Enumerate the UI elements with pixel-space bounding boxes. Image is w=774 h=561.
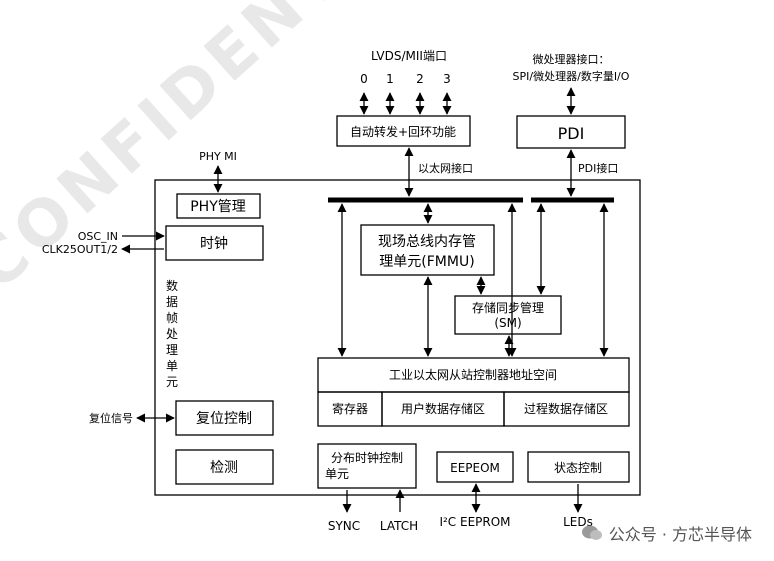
auto-forward-label: 自动转发+回环功能 xyxy=(350,124,456,139)
port-number-0: 0 xyxy=(360,72,368,86)
port-number-2: 2 xyxy=(416,72,424,86)
process-data-label: 过程数据存储区 xyxy=(524,401,608,416)
lvds-title: LVDS/MII端口 xyxy=(371,49,447,63)
chip-outline xyxy=(154,179,641,496)
latch-label: LATCH xyxy=(380,519,418,533)
vertical-label-char: 元 xyxy=(166,375,178,389)
user-data-label: 用户数据存储区 xyxy=(401,401,485,416)
dist-clock-label-line1: 分布时钟控制 xyxy=(331,450,403,465)
port-number-3: 3 xyxy=(443,72,451,86)
vertical-label-char: 理 xyxy=(166,343,178,357)
detect-label: 检测 xyxy=(210,460,238,476)
status-control-label: 状态控制 xyxy=(554,461,602,475)
vertical-label-char: 据 xyxy=(166,295,178,309)
port-number-1: 1 xyxy=(386,72,394,86)
reset-control-label: 复位控制 xyxy=(196,410,252,427)
fmmu-label-line2: 理单元(FMMU) xyxy=(379,254,474,270)
wechat-icon xyxy=(581,525,602,540)
vertical-label-char: 数 xyxy=(166,278,178,293)
address-space-label: 工业以太网从站控制器地址空间 xyxy=(389,367,557,382)
fmmu-label-line1: 现场总线内存管 xyxy=(378,234,476,250)
vertical-label-char: 单 xyxy=(166,359,178,373)
auto-forward-box xyxy=(336,115,471,147)
eepeom-box xyxy=(436,451,514,483)
process-data-box xyxy=(503,391,630,427)
pdi-label: PDI xyxy=(558,124,585,143)
pdi-interface-label: PDI接口 xyxy=(578,162,618,175)
clock-label: 时钟 xyxy=(200,235,228,252)
sync-label: SYNC xyxy=(328,519,360,533)
registers-label: 寄存器 xyxy=(332,401,368,416)
leds-label: LEDs xyxy=(563,515,593,529)
pdi-box xyxy=(516,115,626,149)
sm-label-line1: 存储同步管理 xyxy=(472,300,544,315)
reset-signal-label: 复位信号 xyxy=(89,411,133,425)
vertical-label-char: 帧 xyxy=(166,311,178,325)
dist-clock-box xyxy=(317,443,417,489)
ethernet-interface-label: 以太网接口 xyxy=(418,162,473,175)
osc-in-label: OSC_IN xyxy=(78,230,118,243)
dist-clock-label-line2: 单元 xyxy=(325,467,349,481)
clk25out-label: CLK25OUT1/2 xyxy=(42,243,118,256)
mcu-title-line2: SPI/微处理器/数字量I/O xyxy=(513,69,630,83)
footer-watermark: 公众号 · 方芯半导体 xyxy=(581,521,752,545)
phy-mgmt-label: PHY管理 xyxy=(190,199,246,215)
footer-watermark-text: 公众号 · 方芯半导体 xyxy=(608,525,752,544)
i2c-eeprom-label: I²C EEPROM xyxy=(439,515,510,529)
status-control-box xyxy=(527,451,630,483)
eepeom-label: EEPEOM xyxy=(450,461,500,475)
phy-mgmt-box xyxy=(176,193,261,219)
clock-box xyxy=(165,225,264,261)
detect-box xyxy=(175,449,274,485)
mcu-title-line1: 微处理器接口： xyxy=(533,52,610,66)
reset-control-box xyxy=(175,400,274,436)
vertical-label-char: 处 xyxy=(166,327,178,341)
phy-mi-label: PHY MI xyxy=(199,150,237,163)
sm-label-line2: (SM) xyxy=(494,316,521,330)
fmmu-box xyxy=(360,224,495,276)
